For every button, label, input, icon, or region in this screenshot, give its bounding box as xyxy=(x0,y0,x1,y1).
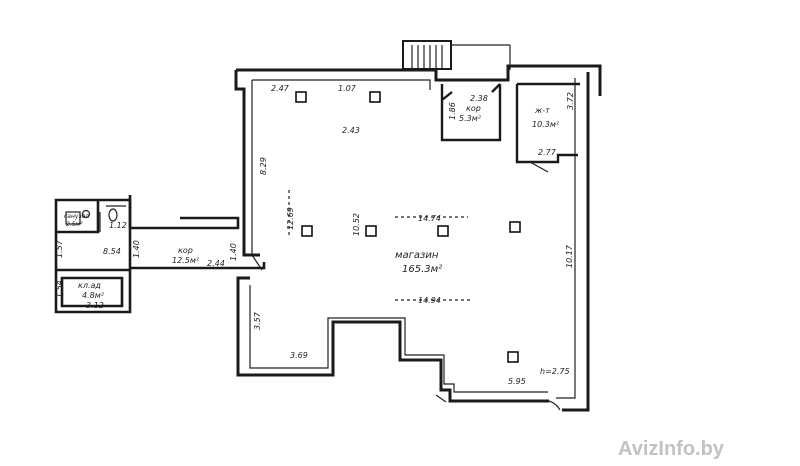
small-corridor-label: кор xyxy=(466,104,481,113)
dim-10-52: 10.52 xyxy=(352,213,361,236)
staircase xyxy=(402,40,511,70)
dim-2-47: 2.47 xyxy=(271,84,290,93)
small-wc-label: санузел xyxy=(64,213,89,220)
small-wc-area: 2.5м² xyxy=(66,221,83,228)
dim-2-44: 2.44 xyxy=(207,259,225,268)
wc-room-walls xyxy=(515,82,580,164)
corridor-area: 12.5м² xyxy=(172,256,200,265)
small-corridor-area: 5.3м² xyxy=(459,114,482,123)
storage-label: кл.ад xyxy=(78,281,101,290)
ceiling-height: h=2.75 xyxy=(540,367,570,376)
dim-14-74: 14.74 xyxy=(418,214,441,223)
dim-2-77: 2.77 xyxy=(538,148,557,157)
wc-label: ж-т xyxy=(534,106,550,115)
small-corridor-walls xyxy=(440,83,502,142)
exit-door xyxy=(548,400,561,411)
dim-3-57: 3.57 xyxy=(253,311,262,330)
outer-wall xyxy=(234,64,602,412)
dim-2-43: 2.43 xyxy=(342,126,360,135)
dim-8-29: 8.29 xyxy=(259,157,268,175)
dim-5-95: 5.95 xyxy=(508,377,526,386)
dimension-lines xyxy=(288,190,470,301)
sink-icon xyxy=(81,209,91,219)
storage-area: 4.8м² xyxy=(82,291,105,300)
dim-3-72: 3.72 xyxy=(566,92,575,110)
store-label: магазин xyxy=(395,250,439,261)
left-rooms-walls xyxy=(54,198,132,314)
dim-1-40b: 1.40 xyxy=(229,243,238,261)
columns xyxy=(295,91,521,363)
wc-area: 10.3м² xyxy=(532,120,560,129)
watermark: AvizInfo.by xyxy=(618,438,725,460)
dim-2-38: 2.38 xyxy=(470,94,488,103)
dim-3-12: 3.12 xyxy=(86,301,104,310)
dim-8-54: 8.54 xyxy=(103,247,121,256)
corridor-label: кор xyxy=(178,246,193,255)
dim-1-12: 1.12 xyxy=(109,221,127,230)
dim-12-69: 12.69 xyxy=(286,207,295,230)
corridor-door xyxy=(251,254,263,271)
dim-3-69: 3.69 xyxy=(290,351,308,360)
dim-1-07: 1.07 xyxy=(338,84,357,93)
toilet-icon xyxy=(108,208,118,222)
dim-14-94: 14.94 xyxy=(418,296,441,305)
wc-door xyxy=(529,161,549,173)
plumbing-lines xyxy=(99,205,126,232)
bottom-door xyxy=(435,394,447,403)
inner-wall xyxy=(249,78,576,399)
dim-1-54: 1.54 xyxy=(55,280,64,298)
dim-1-86: 1.86 xyxy=(448,102,457,120)
store-area: 165.3м² xyxy=(402,264,442,275)
dim-1-40a: 1.40 xyxy=(132,240,141,258)
dim-1-57: 1.57 xyxy=(55,239,64,258)
dim-10-17: 10.17 xyxy=(565,244,574,268)
shower-icon xyxy=(65,211,81,225)
